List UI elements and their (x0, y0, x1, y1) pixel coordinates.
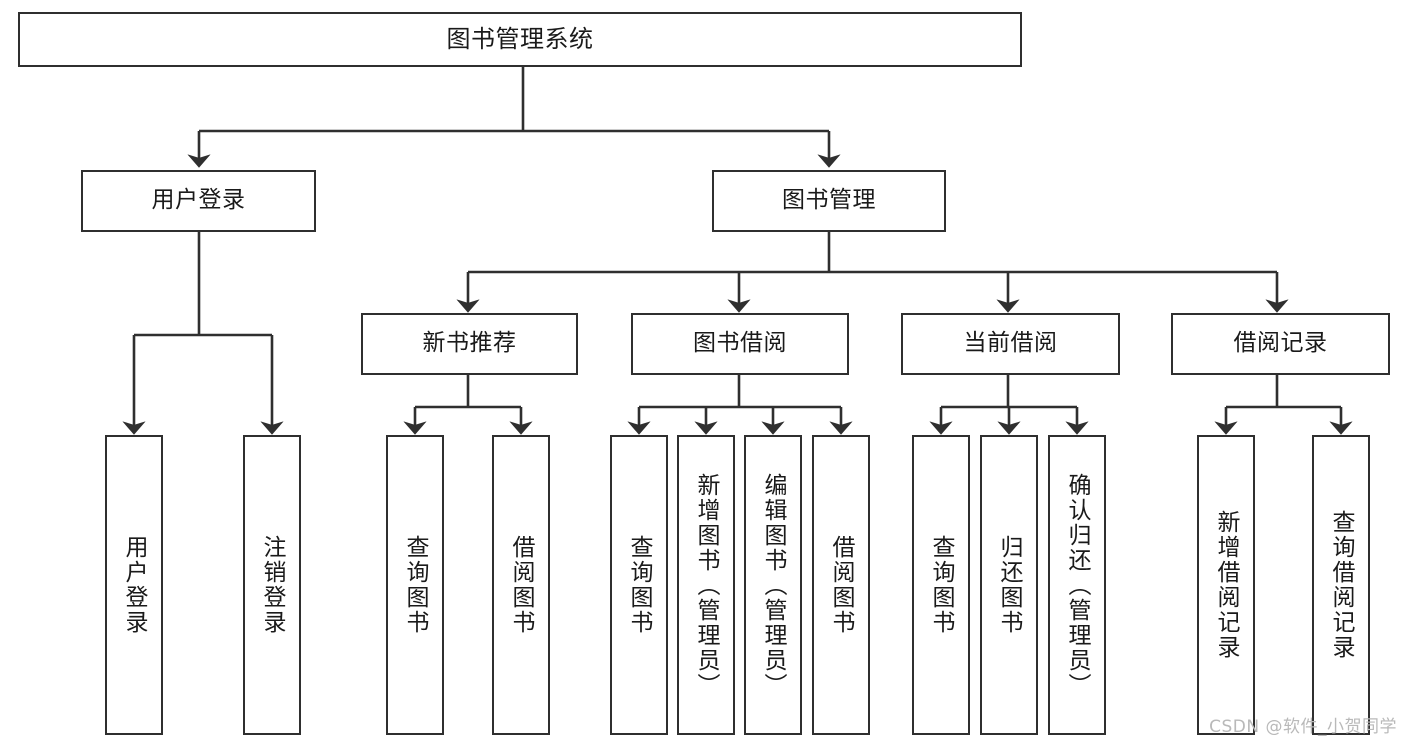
leaf-new-book-borrow[interactable]: 借阅图书 (492, 435, 550, 735)
node-label: 图书借阅 (693, 330, 787, 357)
node-label: 确认归还（管理员） (1064, 472, 1091, 698)
node-label: 查询图书 (402, 535, 429, 635)
leaf-book-borrow-edit[interactable]: 编辑图书（管理员） (744, 435, 802, 735)
node-label: 注销登录 (259, 535, 286, 635)
node-book-borrow[interactable]: 图书借阅 (631, 313, 849, 375)
leaf-user-login-signin[interactable]: 用户登录 (105, 435, 163, 735)
leaf-book-borrow-query[interactable]: 查询图书 (610, 435, 668, 735)
node-label: 编辑图书（管理员） (760, 472, 787, 698)
node-label: 新增图书（管理员） (693, 472, 720, 698)
node-label: 新书推荐 (422, 330, 517, 357)
leaf-book-borrow-add[interactable]: 新增图书（管理员） (677, 435, 735, 735)
node-label: 新增借阅记录 (1213, 510, 1240, 660)
node-book-management[interactable]: 图书管理 (712, 170, 946, 232)
node-label: 归还图书 (996, 535, 1023, 635)
node-label: 用户登录 (151, 187, 246, 214)
leaf-new-book-query[interactable]: 查询图书 (386, 435, 444, 735)
node-user-login[interactable]: 用户登录 (81, 170, 316, 232)
node-label: 当前借阅 (963, 330, 1058, 357)
node-label: 用户登录 (121, 535, 148, 635)
node-current-borrow[interactable]: 当前借阅 (901, 313, 1120, 375)
node-label: 查询图书 (928, 535, 955, 635)
node-label: 借阅图书 (828, 535, 855, 635)
node-new-book-recommend[interactable]: 新书推荐 (361, 313, 578, 375)
leaf-current-borrow-return[interactable]: 归还图书 (980, 435, 1038, 735)
node-label: 图书管理 (782, 187, 876, 214)
node-label: 借阅图书 (508, 535, 535, 635)
leaf-records-query[interactable]: 查询借阅记录 (1312, 435, 1370, 735)
leaf-records-add[interactable]: 新增借阅记录 (1197, 435, 1255, 735)
leaf-user-login-signout[interactable]: 注销登录 (243, 435, 301, 735)
node-borrow-records[interactable]: 借阅记录 (1171, 313, 1390, 375)
leaf-current-borrow-query[interactable]: 查询图书 (912, 435, 970, 735)
node-label: 查询图书 (626, 535, 653, 635)
node-label: 借阅记录 (1233, 330, 1328, 357)
node-label: 图书管理系统 (446, 25, 594, 54)
node-root-library-system[interactable]: 图书管理系统 (18, 12, 1022, 67)
node-label: 查询借阅记录 (1328, 510, 1355, 660)
leaf-book-borrow-lend[interactable]: 借阅图书 (812, 435, 870, 735)
leaf-current-borrow-confirm-return[interactable]: 确认归还（管理员） (1048, 435, 1106, 735)
